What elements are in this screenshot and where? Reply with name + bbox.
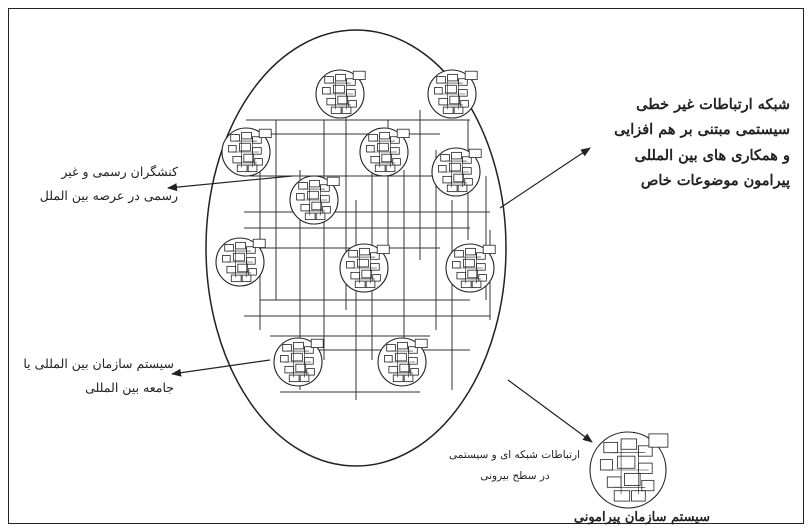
network-node (315, 69, 366, 119)
arrow-to-peripheral (507, 379, 593, 443)
peripheral-node-circle (589, 431, 669, 509)
network-node (427, 69, 478, 119)
network-label-line: سیستمی مبتنی بر هم افزایی (614, 121, 790, 139)
network-node (359, 127, 410, 177)
arrow-to-actors (167, 175, 293, 192)
network-connections (244, 110, 491, 400)
network-node (339, 243, 390, 293)
network-node (377, 337, 428, 387)
external-label-line: در سطح بیرونی (480, 470, 550, 482)
peripheral-organization-node (589, 431, 669, 509)
actors-label-line: کنشگران رسمی و غیر (61, 164, 178, 179)
system-label-line: سیستم سازمان بین المللی یا (23, 356, 174, 371)
peripheral-organization-label: سیستم سازمان پیرامونی (573, 510, 710, 525)
diagram-frame (8, 8, 804, 524)
actors-label-line: رسمی در عرصه بین الملل (39, 187, 178, 203)
external-label-line: ارتباطات شبکه ای و سیستمی (449, 449, 580, 461)
arrow-to-network-label (499, 147, 591, 209)
network-label-line: و همکاری های بین المللی (634, 146, 790, 164)
network-label-line: شبکه ارتباطات غیر خطی (636, 96, 790, 113)
network-nodes (215, 69, 496, 387)
external-links-label: ارتباطات شبکه ای و سیستمی در سطح بیرونی (449, 445, 580, 487)
network-node (221, 127, 272, 177)
network-node (215, 237, 266, 287)
outer-system-ellipse (205, 29, 507, 467)
network-node (445, 243, 496, 293)
network-label-line: پیرامون موضوعات خاص (640, 172, 790, 190)
network-node (289, 175, 340, 225)
network-node (273, 337, 324, 387)
international-system-label: سیستم سازمان بین المللی یا جامعه بین الم… (14, 352, 174, 400)
arrow-to-system (171, 359, 271, 377)
network-node (431, 147, 482, 197)
system-label-line: جامعه بین المللی (85, 379, 174, 395)
network-description-label: شبکه ارتباطات غیر خطی سیستمی مبتنی بر هم… (590, 92, 790, 194)
actors-label: کنشگران رسمی و غیر رسمی در عرصه بین المل… (28, 160, 178, 208)
